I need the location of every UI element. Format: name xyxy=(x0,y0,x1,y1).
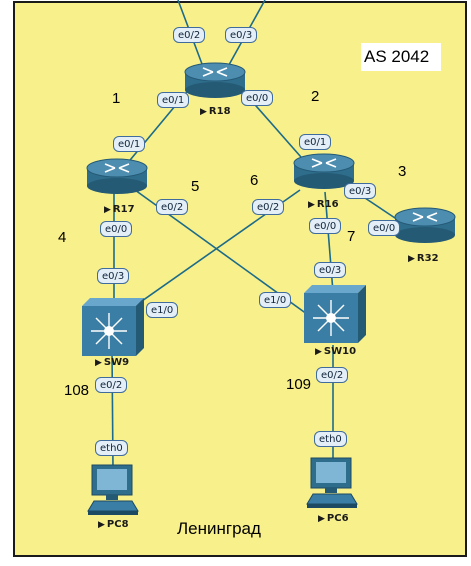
as-label-box xyxy=(361,43,441,71)
link-label-108: 108 xyxy=(64,382,90,399)
port-r18-e0-2[interactable]: e0/2 xyxy=(173,27,206,43)
port-sw10-e0-2[interactable]: e0/2 xyxy=(316,367,349,383)
device-label-pc6: ▶PC6 xyxy=(318,513,349,524)
device-label-r16: ▶R16 xyxy=(308,199,339,210)
port-r18-e0-0[interactable]: e0/0 xyxy=(241,90,274,106)
link-label-3: 3 xyxy=(398,163,407,180)
router-arrows-icon xyxy=(311,158,337,168)
port-sw10-e1-0[interactable]: e1/0 xyxy=(259,292,292,308)
router-r16[interactable] xyxy=(293,153,355,189)
router-arrows-icon xyxy=(104,163,130,173)
router-arrows-icon xyxy=(202,67,228,77)
router-r18[interactable] xyxy=(184,62,246,98)
port-r18-e0-1[interactable]: e0/1 xyxy=(157,92,190,108)
port-r17-e0-0[interactable]: e0/0 xyxy=(100,221,133,237)
link-label-6: 6 xyxy=(250,172,259,189)
port-r16-e0-2[interactable]: e0/2 xyxy=(252,199,285,215)
port-pc6-eth0[interactable]: eth0 xyxy=(314,431,347,447)
router-r32[interactable] xyxy=(394,207,456,243)
port-r17-e0-1[interactable]: e0/1 xyxy=(113,136,146,152)
city-label: Ленинград xyxy=(177,519,261,538)
link-label-109: 109 xyxy=(286,376,312,393)
port-r17-e0-2[interactable]: e0/2 xyxy=(156,199,189,215)
port-pc8-eth0[interactable]: eth0 xyxy=(95,440,128,456)
link-label-2: 2 xyxy=(311,88,320,105)
device-label-r17: ▶R17 xyxy=(104,204,135,215)
port-sw9-e1-0[interactable]: e1/0 xyxy=(146,302,179,318)
device-label-r32: ▶R32 xyxy=(408,253,439,264)
device-label-pc8: ▶PC8 xyxy=(98,519,129,530)
pc-pc6[interactable] xyxy=(306,457,358,508)
port-sw9-e0-3[interactable]: e0/3 xyxy=(97,268,130,284)
device-label-r18: ▶R18 xyxy=(200,106,231,117)
link-label-1: 1 xyxy=(112,90,121,107)
link-label-5: 5 xyxy=(191,178,200,195)
as-label: AS 2042 xyxy=(364,47,430,66)
switch-sw9[interactable] xyxy=(82,298,144,356)
port-r18-e0-3[interactable]: e0/3 xyxy=(225,27,258,43)
port-sw10-e0-3[interactable]: e0/3 xyxy=(314,262,347,278)
switch-arrows-icon xyxy=(313,300,349,336)
port-r16-e0-3[interactable]: e0/3 xyxy=(344,183,377,199)
switch-sw10[interactable] xyxy=(304,285,366,343)
port-r32-e0-0[interactable]: e0/0 xyxy=(368,220,401,236)
pc-pc8[interactable] xyxy=(87,464,139,515)
link-label-4: 4 xyxy=(58,229,67,246)
switch-arrows-icon xyxy=(91,313,127,349)
port-r16-e0-1[interactable]: e0/1 xyxy=(299,134,332,150)
port-r16-e0-0[interactable]: e0/0 xyxy=(309,218,342,234)
device-label-sw10: ▶SW10 xyxy=(315,346,357,357)
port-sw9-e0-2[interactable]: e0/2 xyxy=(95,377,128,393)
link-label-7: 7 xyxy=(347,228,356,245)
device-label-sw9: ▶SW9 xyxy=(95,357,130,368)
router-r17[interactable] xyxy=(86,158,148,194)
router-arrows-icon xyxy=(412,212,438,222)
